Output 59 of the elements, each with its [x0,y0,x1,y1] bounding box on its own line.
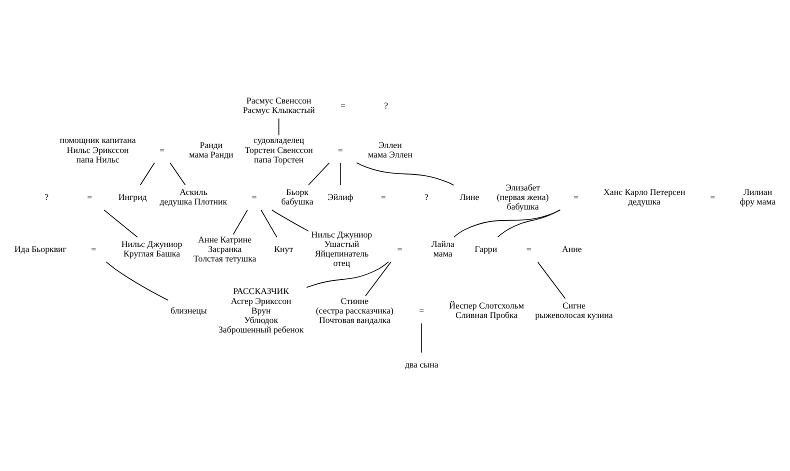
node-text: Расмус Свенссон Расмус Клыкастый [242,96,315,116]
node-text: = [419,305,424,316]
connector [365,262,392,296]
connector [140,162,155,186]
node-text: Кнут [274,244,294,254]
node-text: Бьорк бабушка [281,187,314,207]
connector [454,210,561,238]
node-text: Йеспер Слотсхольм Сливная Пробка [449,300,524,320]
node-text: ? [424,192,428,202]
node-text: = [91,244,96,254]
node-text: Эйлиф [328,192,354,202]
node-text: = [340,100,346,110]
node-text: Гарри [474,244,498,254]
node-text: Элизабет (первая жена) бабушка [496,182,549,212]
node-text: Ханс Карло Петерсен дедушка [604,187,686,207]
connector [260,210,278,238]
node-text: Ранди мама Ранди [189,140,234,160]
node-text: Ида Бьорквиг [14,244,66,254]
node-text: РАССКАЗЧИК Асгер Эрикссон Врун Ублюдок Заброшенный ребенок [218,286,304,334]
node-text: Аскиль дедушка Плотник [160,187,228,207]
connector [421,322,422,354]
node-text: = [87,192,92,202]
node-text: = [526,244,532,254]
node-text: Лине [460,192,480,202]
node-text: Лайла мама [431,239,454,259]
node-text: Лилиан фру мама [740,187,776,207]
node-text: Нильс Джуниор Ушастый Яйцепинатель отец [311,229,372,268]
connector [308,162,330,186]
connector [537,262,566,300]
node-text: = [380,192,386,202]
node-text: = [574,192,579,202]
node-text: Сигне рыжеволосая кузина [535,300,613,320]
connector [340,162,341,186]
node-text: ? [384,100,388,110]
node-text: Эллен мама Эллен [368,140,412,160]
connector [232,210,248,235]
node-text: Нильс Джуниор Круглая Башка [121,239,182,259]
node-text: = [252,192,257,202]
node-text: ? [44,192,49,202]
node-text: Стинне (сестра рассказчика) Почтовая вандалка [316,296,394,325]
node-text: Анне [562,244,582,254]
connector [106,262,169,301]
node-text: Анне Катрине Засранка Толстая тетушка [194,234,256,264]
connector [356,162,454,186]
node-text: = [338,144,343,155]
connector [306,261,389,288]
connector [497,210,560,238]
node-text: помощник капитана Нильс Эрикссон папа Нильс [60,135,136,164]
node-text: близнецы [170,305,207,316]
node-text: = [160,144,165,155]
connector [278,118,280,136]
node-text: = [397,244,402,254]
node-text: = [710,192,716,202]
node-text: судовладелец Торстен Свенссон папа Торстен [244,135,313,164]
connector [271,210,309,232]
node-text: два сына [404,359,438,370]
connector [104,210,138,238]
connector [170,162,186,186]
node-text: Ингрид [118,192,147,202]
